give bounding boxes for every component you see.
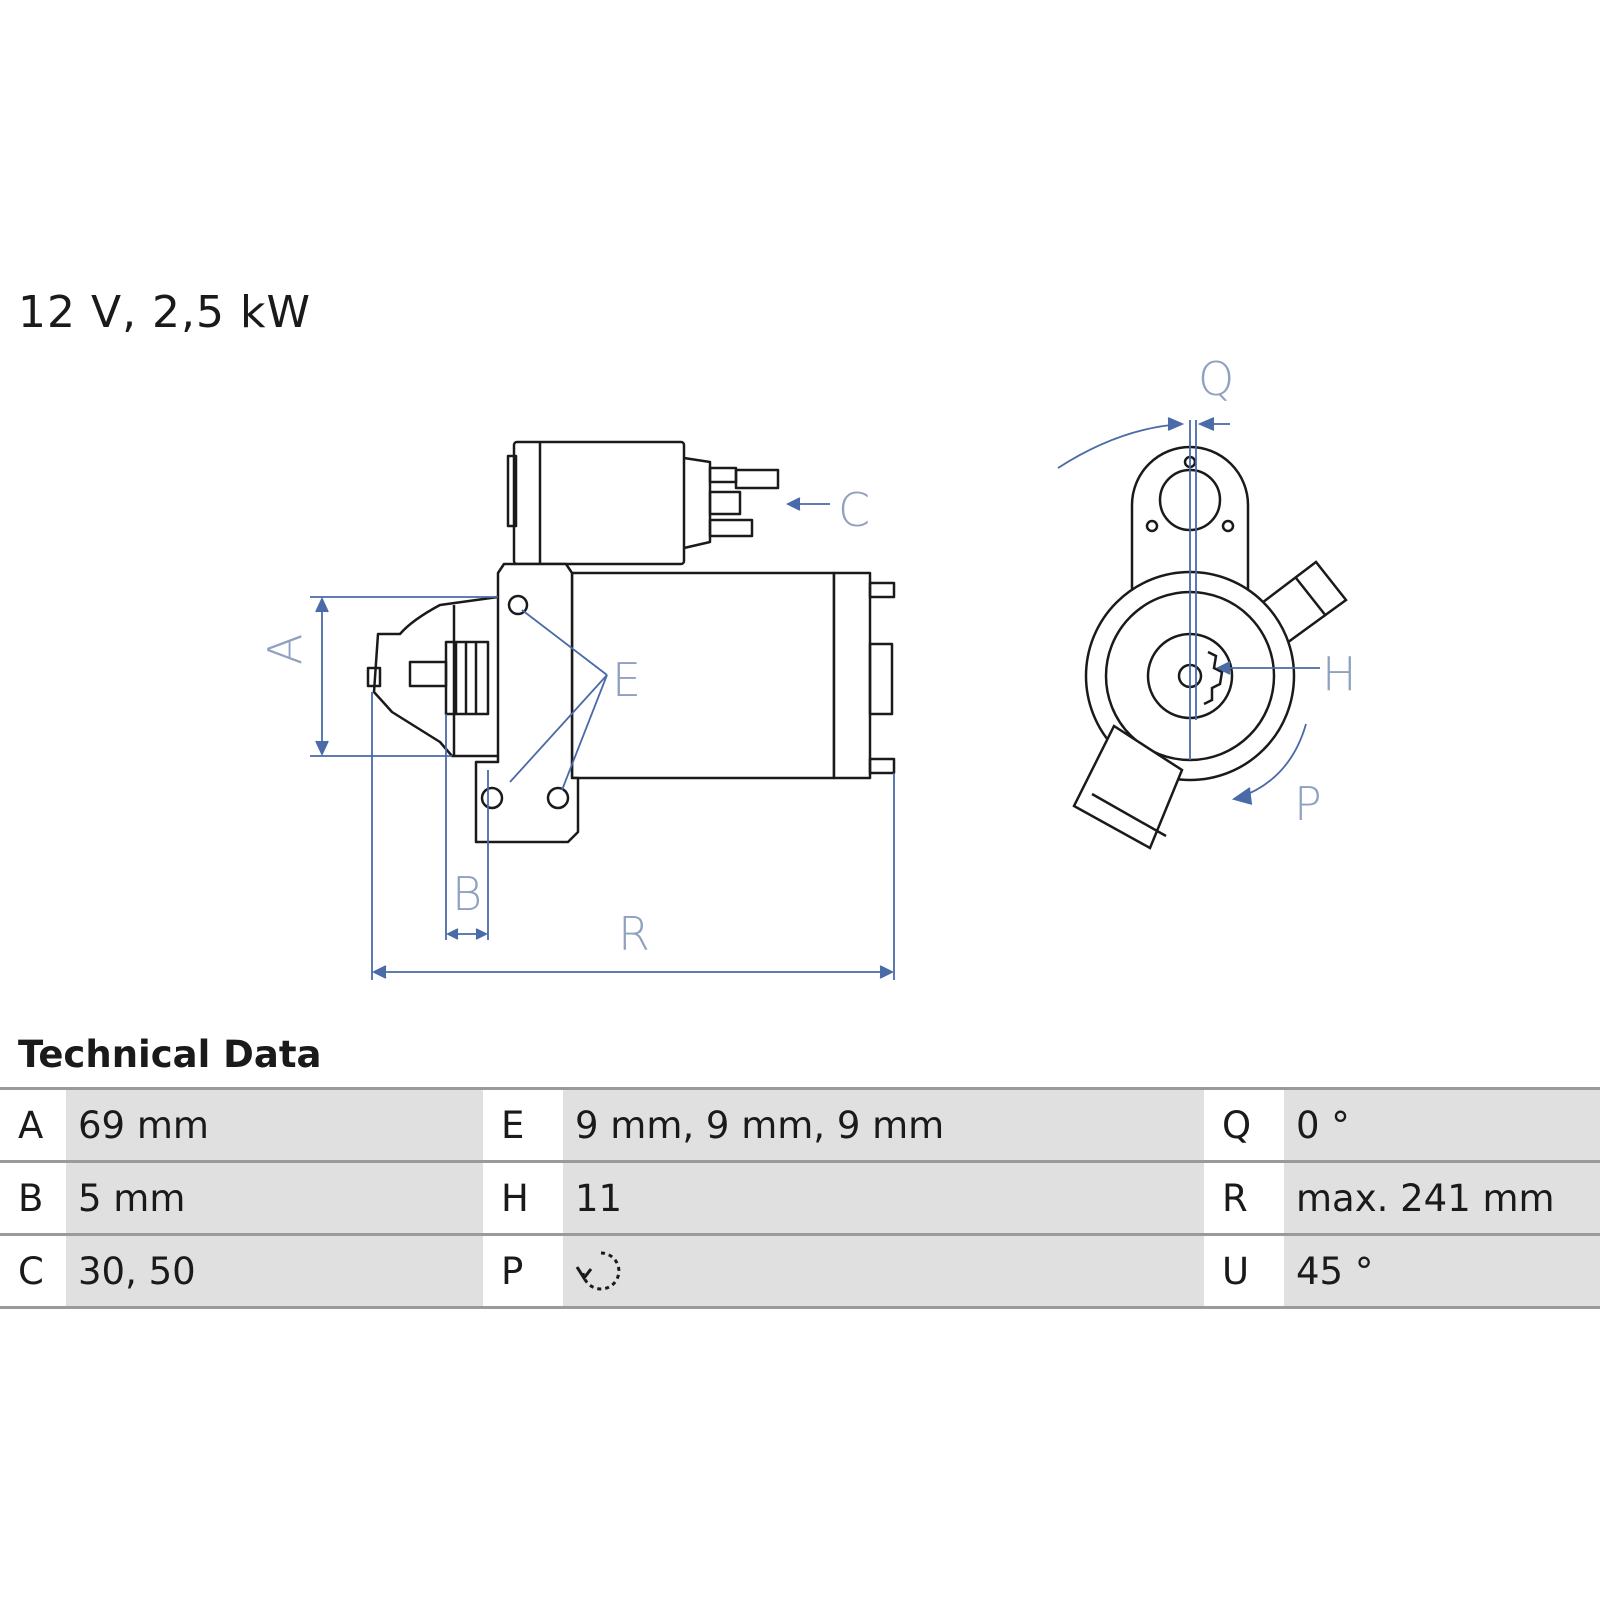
row-value: max. 241 mm xyxy=(1284,1161,1600,1235)
table-row: C 30, 50 P U 45 ° xyxy=(0,1234,1600,1308)
label-r: R xyxy=(618,907,650,961)
label-p: P xyxy=(1294,777,1322,831)
row-key: C xyxy=(0,1234,66,1308)
starter-motor-drawing: A E C B R Q H xyxy=(258,352,1357,980)
solenoid-body xyxy=(512,440,686,566)
label-h: H xyxy=(1322,647,1357,701)
table-row: A 69 mm E 9 mm, 9 mm, 9 mm Q 0 ° xyxy=(0,1088,1600,1162)
front-view-dimensions xyxy=(1057,417,1320,805)
row-value: 9 mm, 9 mm, 9 mm xyxy=(563,1088,1204,1162)
row-key: H xyxy=(483,1161,563,1235)
row-key: U xyxy=(1204,1234,1284,1308)
row-key: E xyxy=(483,1088,563,1162)
row-key: Q xyxy=(1204,1088,1284,1162)
label-b: B xyxy=(452,867,482,921)
technical-data-table: A 69 mm E 9 mm, 9 mm, 9 mm Q 0 ° B 5 mm … xyxy=(0,1087,1600,1309)
row-value: 5 mm xyxy=(66,1161,483,1235)
label-q: Q xyxy=(1198,352,1234,406)
row-value: 30, 50 xyxy=(66,1234,483,1308)
row-value: 0 ° xyxy=(1284,1088,1600,1162)
section-title: Technical Data xyxy=(18,1033,322,1076)
row-value: 69 mm xyxy=(66,1088,483,1162)
row-key: B xyxy=(0,1161,66,1235)
counterclockwise-rotation-icon xyxy=(575,1251,621,1291)
row-value: 45 ° xyxy=(1284,1234,1600,1308)
row-value: 11 xyxy=(563,1161,1204,1235)
label-e: E xyxy=(612,653,641,707)
dimension-lines xyxy=(310,497,895,980)
row-key: P xyxy=(483,1234,563,1308)
motor-side-view xyxy=(366,440,896,844)
label-a: A xyxy=(258,634,312,665)
row-key: A xyxy=(0,1088,66,1162)
product-headline: 12 V, 2,5 kW xyxy=(18,287,311,338)
nose-housing xyxy=(372,595,499,758)
table-row: B 5 mm H 11 R max. 241 mm xyxy=(0,1161,1600,1235)
row-value-rotation xyxy=(563,1234,1204,1308)
label-c: C xyxy=(838,483,870,537)
row-key: R xyxy=(1204,1161,1284,1235)
end-cap xyxy=(832,571,872,780)
